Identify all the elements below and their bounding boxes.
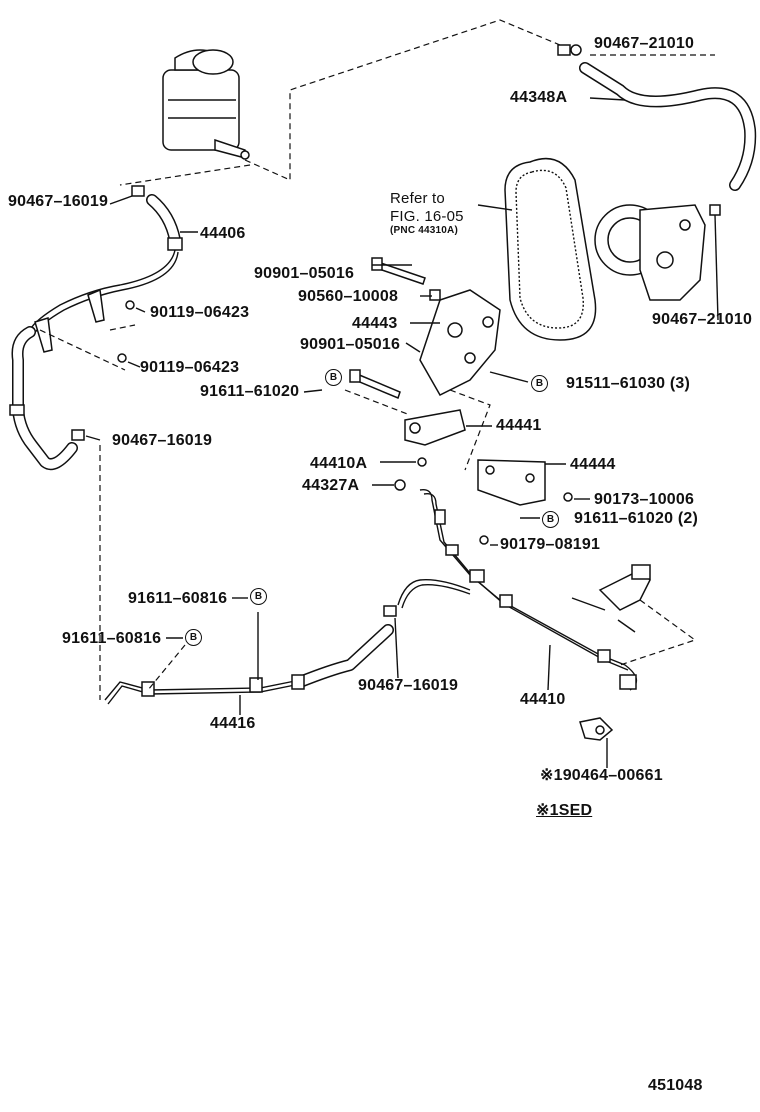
- label-91611-61020: 91611–61020: [200, 383, 300, 400]
- power-steering-pump: [594, 204, 721, 301]
- label-pnc: (PNC 44310A): [390, 225, 458, 236]
- bolt-mark-b: B: [531, 375, 548, 392]
- label-44443: 44443: [352, 315, 398, 332]
- label-fig-16-05: FIG. 16-05: [390, 208, 464, 225]
- label-90467-16019-low: 90467–16019: [358, 677, 459, 694]
- bracket-44443: [419, 289, 501, 396]
- label-90119-06423-b: 90119–06423: [140, 359, 240, 376]
- label-44410: 44410: [520, 691, 566, 708]
- label-44416: 44416: [210, 715, 256, 732]
- bolt-mark-b: B: [325, 369, 342, 386]
- label-44444: 44444: [570, 456, 616, 473]
- label-44441: 44441: [496, 417, 542, 434]
- bolt-mark-b: B: [185, 629, 202, 646]
- label-refer-to: Refer to: [390, 190, 445, 207]
- label-91611-60816-b: 91611–60816: [62, 630, 162, 647]
- label-90467-21010-top: 90467–21010: [594, 35, 695, 52]
- label-44327a: 44327A: [302, 477, 360, 494]
- reservoir-tank: [162, 49, 250, 160]
- label-44406: 44406: [200, 225, 246, 242]
- label-91611-60816-a: 91611–60816: [128, 590, 228, 607]
- label-90467-16019-top: 90467–16019: [8, 193, 109, 210]
- drive-belt: [504, 157, 597, 341]
- bolt-mark-b: B: [542, 511, 559, 528]
- label-90464-00661: ※190464–00661: [540, 767, 663, 784]
- label-90179-08191: 90179–08191: [500, 536, 601, 553]
- label-90901-05016-a: 90901–05016: [254, 265, 355, 282]
- diagram-number: 451048: [648, 1077, 703, 1094]
- label-44410a: 44410A: [310, 455, 368, 472]
- label-90173-10006: 90173–10006: [594, 491, 695, 508]
- note-1sed: ※1SED: [536, 802, 593, 819]
- bolt-mark-b: B: [250, 588, 267, 605]
- label-90560-10008: 90560–10008: [298, 288, 399, 305]
- label-44348a: 44348A: [510, 89, 568, 106]
- label-90119-06423-a: 90119–06423: [150, 304, 250, 321]
- label-90467-21010-right: 90467–21010: [652, 311, 753, 328]
- label-90467-16019-mid: 90467–16019: [112, 432, 213, 449]
- label-91511-61030: 91511–61030 (3): [566, 375, 690, 392]
- label-90901-05016-b: 90901–05016: [300, 336, 401, 353]
- label-91611-61020-2: 91611–61020 (2): [574, 510, 698, 527]
